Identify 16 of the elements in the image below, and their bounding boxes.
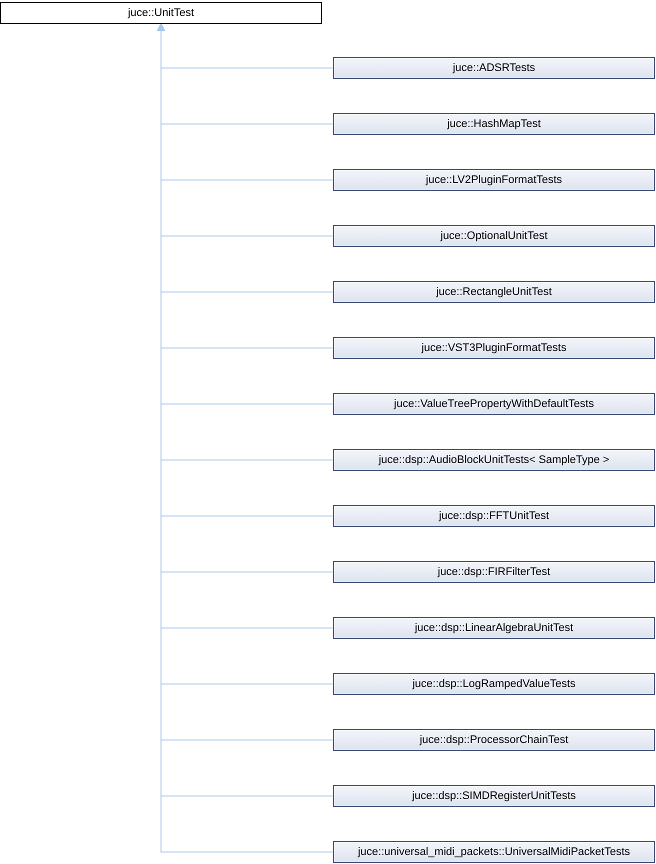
class-box: juce::dsp::LinearAlgebraUnitTest bbox=[333, 617, 655, 639]
class-box: juce::HashMapTest bbox=[333, 113, 655, 135]
class-box: juce::dsp::SIMDRegisterUnitTests bbox=[333, 785, 655, 807]
class-box: juce::dsp::FIRFilterTest bbox=[333, 561, 655, 583]
class-box: juce::dsp::AudioBlockUnitTests< SampleType > bbox=[333, 449, 655, 471]
class-box: juce::universal_midi_packets::UniversalMidiPacketTests bbox=[333, 841, 655, 863]
class-box: juce::ValueTreePropertyWithDefaultTests bbox=[333, 393, 655, 415]
class-box: juce::VST3PluginFormatTests bbox=[333, 337, 655, 359]
class-box: juce::dsp::ProcessorChainTest bbox=[333, 729, 655, 751]
class-box: juce::dsp::LogRampedValueTests bbox=[333, 673, 655, 695]
class-box: juce::dsp::FFTUnitTest bbox=[333, 505, 655, 527]
class-box: juce::ADSRTests bbox=[333, 57, 655, 79]
class-box: juce::RectangleUnitTest bbox=[333, 281, 655, 303]
base-class-box: juce::UnitTest bbox=[0, 2, 322, 24]
class-box: juce::LV2PluginFormatTests bbox=[333, 169, 655, 191]
class-box: juce::OptionalUnitTest bbox=[333, 225, 655, 247]
